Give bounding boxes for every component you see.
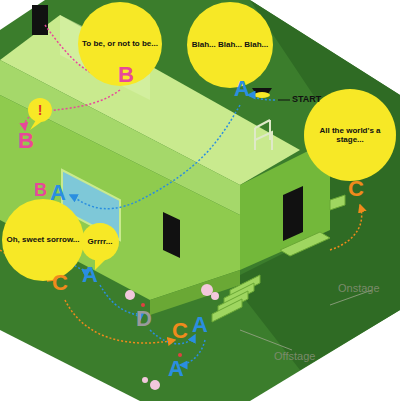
actor-letter: B [118,62,134,88]
actor-letter: D [136,306,152,332]
actor-letter: A [192,312,208,338]
actor-letter: A [234,76,250,102]
speech-text: Blah... Blah... Blah... [192,40,268,49]
speech-bubble: Oh, sweet sorrow... [2,199,84,281]
actor-letter: A [82,262,98,288]
actor-letter: B [18,128,34,154]
actor-letter: A [50,180,66,206]
speech-bubble: ! [28,98,52,122]
speech-text: All the world's a stage... [308,126,392,144]
speech-text: Oh, sweet sorrow... [6,235,79,244]
actor-letter: A [168,356,184,382]
actor-letter: C [172,318,188,344]
speech-text: ! [38,102,43,118]
stage-label: Offstage [274,350,315,362]
actor-letter: C [52,270,68,296]
stage-label: START [292,94,321,104]
stage-label: Onstage [338,282,380,294]
actor-letter: C [348,176,364,202]
speech-text: Grrrr... [88,237,113,246]
speech-bubble: Grrrr... [81,223,119,261]
actor-letter: B [34,180,47,201]
speech-text: To be, or not to be... [82,39,158,48]
speech-bubble: Blah... Blah... Blah... [187,2,273,88]
